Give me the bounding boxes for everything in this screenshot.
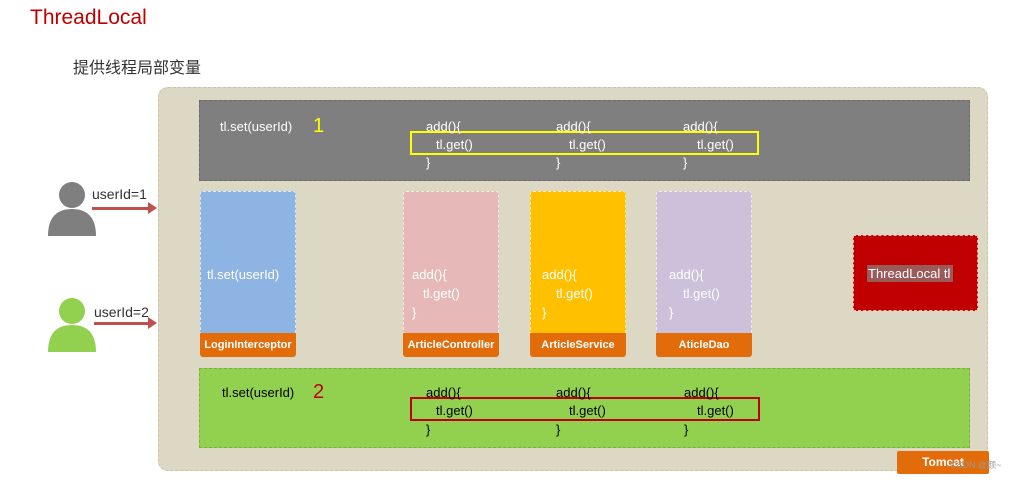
thread1-method2-call: tl.get() (569, 137, 606, 152)
article-controller-close: } (412, 305, 417, 320)
aticle-dao-label: AticleDao (656, 333, 752, 357)
article-controller-call: tl.get() (423, 286, 460, 301)
thread2-method2-close: } (556, 422, 561, 437)
column-article-controller (403, 191, 499, 356)
thread2-number: 2 (313, 381, 325, 403)
column-article-service (530, 191, 626, 356)
threadlocal-label: ThreadLocal tl (867, 265, 954, 282)
article-controller-open: add(){ (412, 267, 447, 282)
thread1-set-text: tl.set(userId) (220, 119, 293, 134)
thread2-method1-call: tl.get() (436, 403, 473, 418)
aticle-dao-close: } (669, 305, 674, 320)
thread2-set-text: tl.set(userId) (222, 385, 295, 400)
user-gray-icon (48, 182, 96, 236)
thread1-method2-close: } (556, 155, 561, 170)
column-aticle-dao (656, 191, 752, 356)
thread1-band (199, 100, 970, 181)
thread1-method1-close: } (426, 155, 431, 170)
aticle-dao-call: tl.get() (683, 286, 720, 301)
thread1-number: 1 (313, 115, 325, 137)
thread1-method3-close: } (683, 155, 688, 170)
thread2-method2-call: tl.get() (569, 403, 606, 418)
user1-arrow-head-icon (148, 202, 157, 214)
thread2-method1-open: add(){ (426, 385, 461, 400)
thread1-method3-call: tl.get() (697, 137, 734, 152)
tomcat-label: Tomcat (897, 451, 989, 474)
user1-arrow (92, 207, 149, 210)
watermark: CSDN @颜~ (950, 460, 1002, 470)
article-service-label: ArticleService (530, 333, 626, 357)
thread2-method3-close: } (684, 422, 689, 437)
user-green-icon (48, 298, 96, 352)
thread1-method1-call: tl.get() (436, 137, 473, 152)
thread2-method1-close: } (426, 422, 431, 437)
user1-label: userId=1 (92, 186, 147, 202)
login-interceptor-label: LoginInterceptor (200, 333, 296, 357)
thread2-band (199, 368, 970, 448)
thread1-method2-open: add(){ (556, 119, 591, 134)
thread1-method3-open: add(){ (683, 119, 718, 134)
page-subtitle: 提供线程局部变量 (73, 58, 202, 77)
thread2-method3-open: add(){ (684, 385, 719, 400)
thread2-method2-open: add(){ (556, 385, 591, 400)
user2-arrow (94, 322, 149, 325)
article-service-call: tl.get() (556, 286, 593, 301)
article-controller-label: ArticleController (403, 333, 499, 357)
page-title: ThreadLocal (30, 6, 147, 29)
login-interceptor-content: tl.set(userId) (207, 267, 280, 282)
article-service-close: } (542, 305, 547, 320)
thread2-highlight-box (410, 397, 760, 421)
user2-label: userId=2 (94, 304, 149, 320)
thread1-highlight-box (410, 131, 759, 155)
user2-arrow-head-icon (148, 317, 157, 329)
thread1-method1-open: add(){ (426, 119, 461, 134)
article-service-open: add(){ (542, 267, 577, 282)
thread2-method3-call: tl.get() (697, 403, 734, 418)
aticle-dao-open: add(){ (669, 267, 704, 282)
